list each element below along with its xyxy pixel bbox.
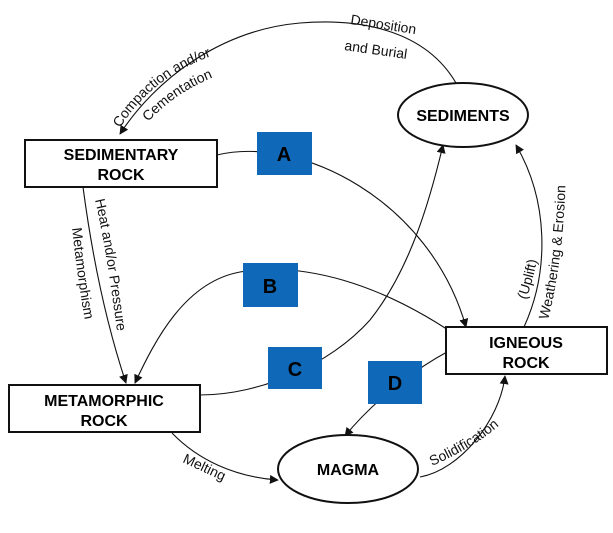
sediments-label: SEDIMENTS [416,108,510,125]
solidification-label: Solidification [427,416,502,469]
metamorphic-rock-node: METAMORPHIC ROCK [8,384,201,433]
magma-node: MAGMA [277,434,419,504]
igneous-rock-label-line1: IGNEOUS [489,335,563,352]
marker-a: A [257,132,312,175]
sedimentary-rock-label-line2: ROCK [97,167,145,184]
igneous-rock-node: IGNEOUS ROCK [445,326,608,375]
igneous-rock-label-line2: ROCK [502,355,550,372]
deposition-arrow [119,21,457,135]
solidification-arrow [419,375,509,478]
marker-b: B [243,263,298,307]
weathering-erosion-arrow [515,144,543,328]
svg-text:A: A [277,144,291,166]
heat-pressure-arrow [82,186,128,384]
metamorphic-rock-label-line1: METAMORPHIC [44,393,164,410]
marker-d: D [368,361,422,404]
magma-label: MAGMA [317,462,380,479]
heat-pressure-label: Heat and/or Pressure [92,197,130,332]
svg-text:B: B [263,276,277,298]
svg-text:D: D [388,373,402,395]
svg-text:C: C [288,359,302,381]
marker-c: C [268,347,322,389]
sediments-node: SEDIMENTS [397,82,529,148]
melting-arrow [171,432,279,484]
metamorphic-to-sediments-arrow [199,144,446,396]
sedimentary-to-igneous-arrow [216,150,469,328]
sedimentary-rock-label-line1: SEDIMENTARY [64,147,179,164]
deposition-label-line1: Deposition [350,11,418,37]
weathering-erosion-label: Weathering & Erosion [535,185,568,321]
sedimentary-rock-node: SEDIMENTARY ROCK [24,139,218,188]
metamorphism-label: Metamorphism [69,227,98,321]
metamorphic-rock-label-line2: ROCK [80,413,128,430]
deposition-label-line2: and Burial [344,37,409,62]
melting-label: Melting [181,450,229,484]
